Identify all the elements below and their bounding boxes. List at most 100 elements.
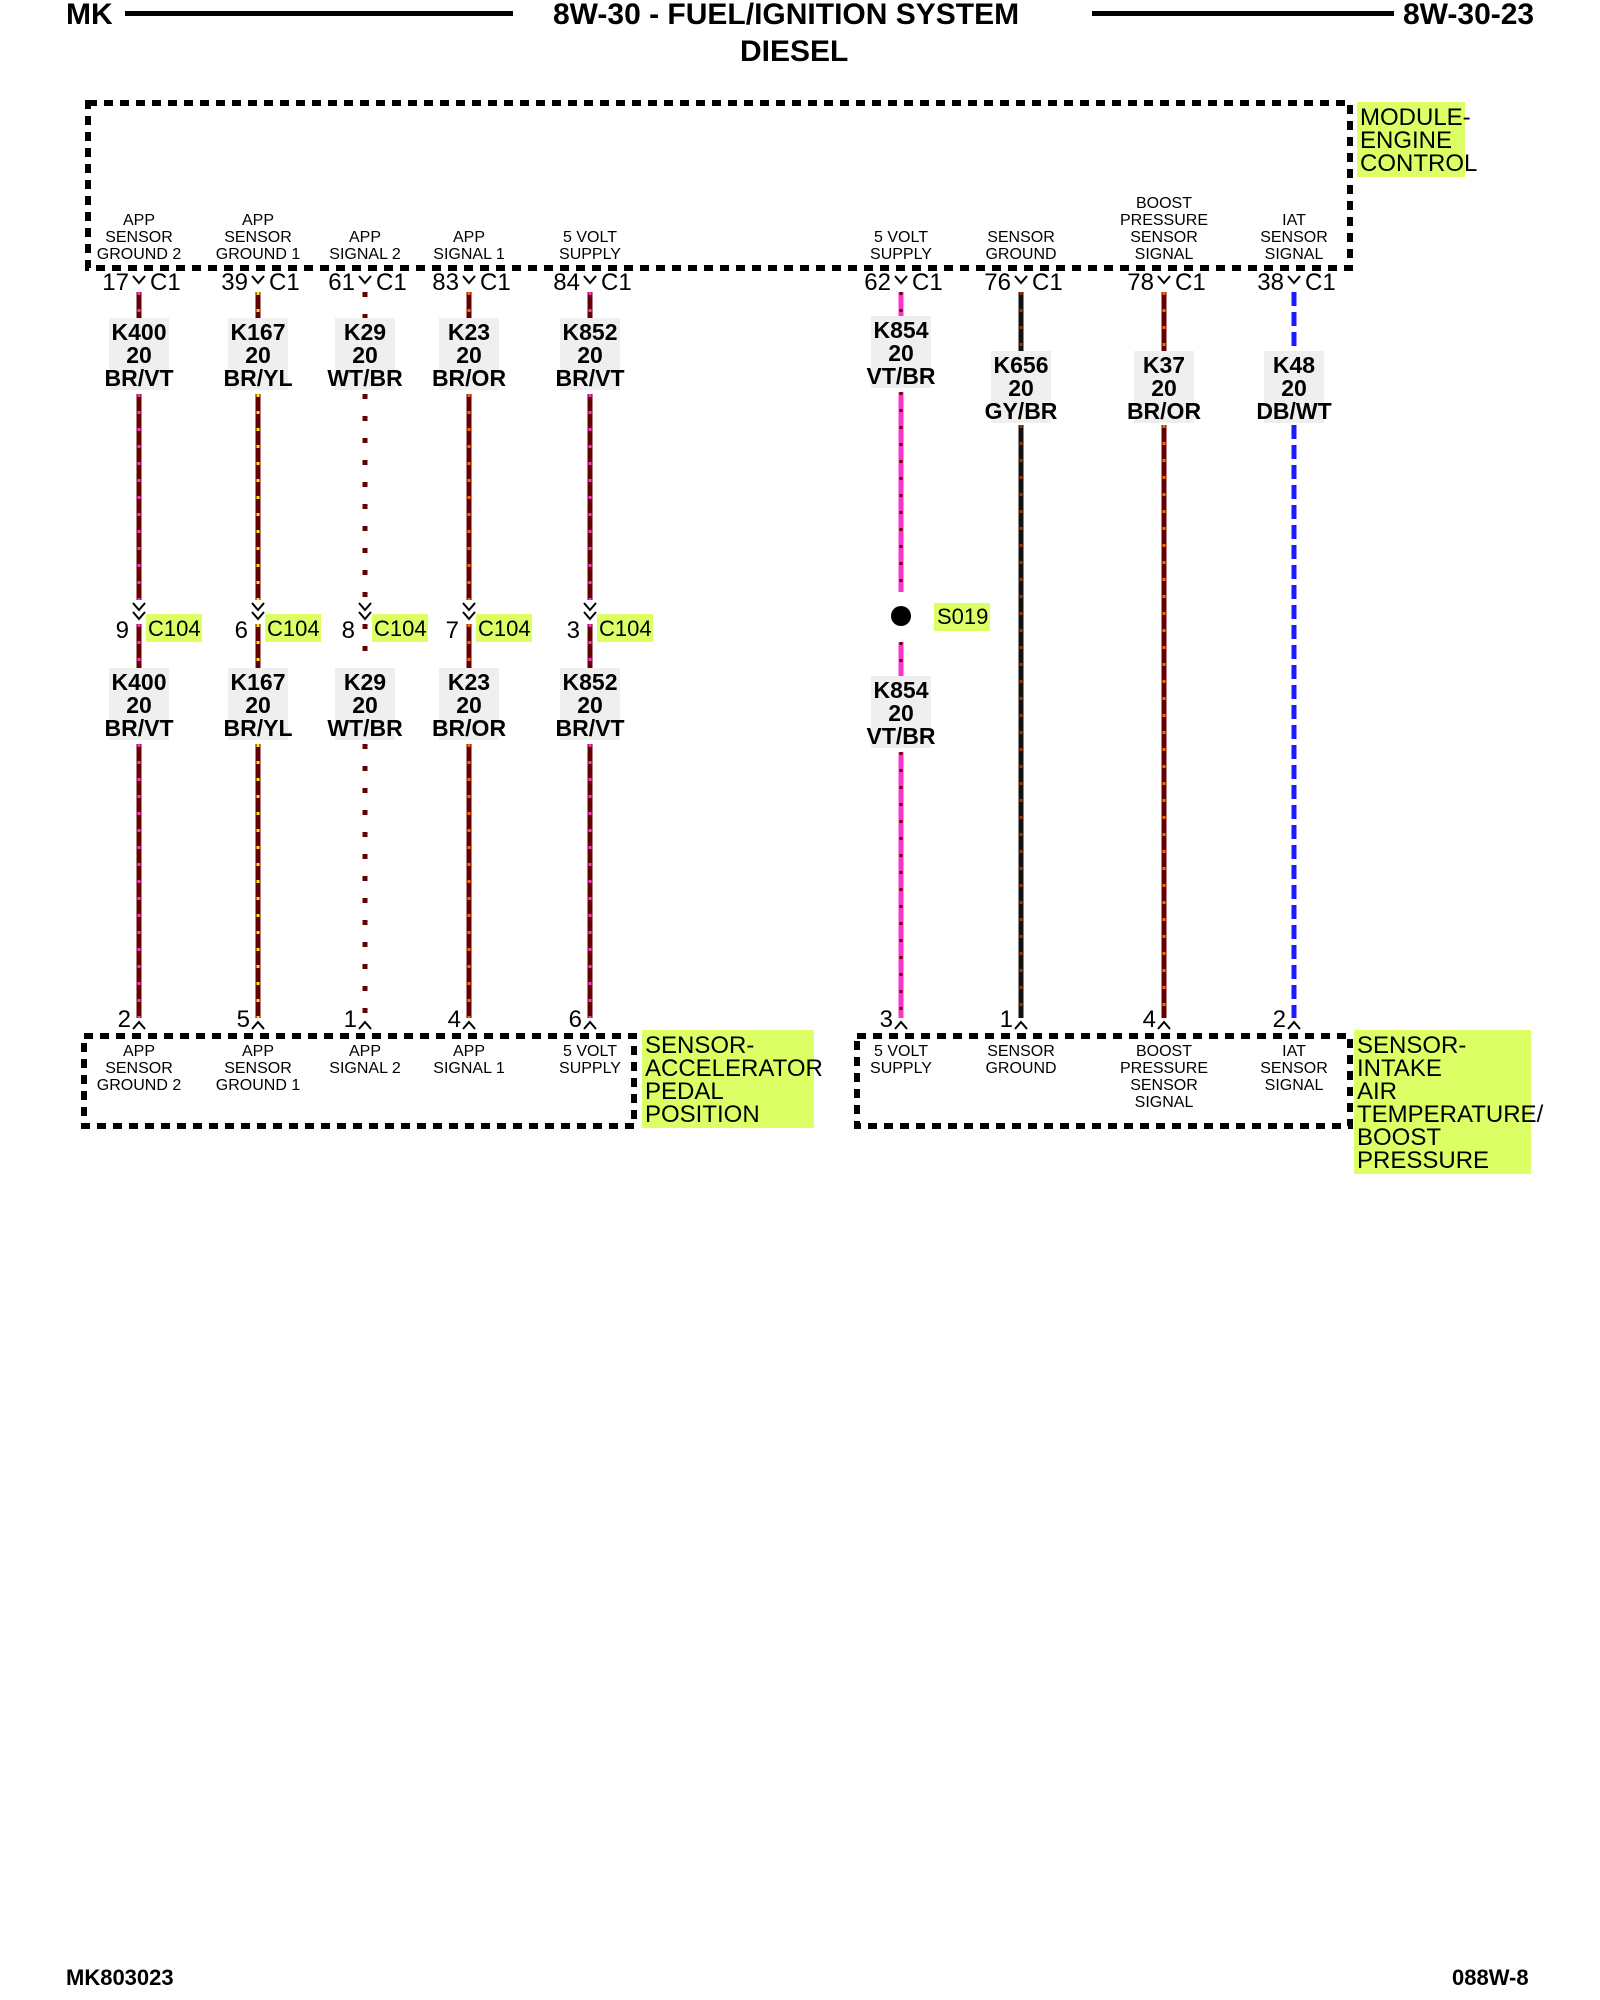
wire-label-line: BR/YL: [224, 365, 293, 391]
inline-pin-number: 8: [342, 617, 355, 644]
ecm-pin-label: SIGNAL 1: [433, 246, 505, 263]
inline-connector-highlight: [597, 614, 653, 642]
ecm-pin-label: PRESSURE: [1120, 212, 1208, 229]
sensor-pin-label: APP: [453, 1043, 485, 1060]
sensor-pin-label: IAT: [1282, 1043, 1306, 1060]
inline-chevron-bottom: [462, 611, 476, 621]
sensor-pin-label: 5 VOLT: [874, 1043, 928, 1060]
splice-label: S019: [934, 603, 990, 631]
ecm-pin-label: APP: [123, 212, 155, 229]
splice-id: S019: [937, 604, 988, 629]
inline-connector-label: C104: [476, 614, 532, 642]
ecm-pin-label: SIGNAL: [1265, 246, 1324, 263]
inline-chevron-bottom: [251, 611, 265, 621]
ecm-connector-id: C1: [150, 269, 181, 296]
wire-label-line: 20: [352, 692, 378, 718]
wire-label-line: K23: [448, 319, 490, 345]
inline-connector-label: C104: [265, 614, 321, 642]
wire-label-bg: [335, 318, 395, 390]
header-subtitle: DIESEL: [740, 35, 849, 68]
sensor-pin-label: 5 VOLT: [563, 1043, 617, 1060]
wire-label-line: K852: [563, 669, 618, 695]
sensor-pin-label: APP: [242, 1043, 274, 1060]
wire-label-line: 20: [456, 692, 482, 718]
ecm-label-line: MODULE-: [1360, 104, 1471, 131]
wire-label-line: K854: [874, 317, 929, 343]
header-rule-left: [125, 11, 513, 16]
sensor-pin-chevron: [1014, 1020, 1028, 1030]
ecm-pin-label: SUPPLY: [559, 246, 621, 263]
sensor-pin-label: SIGNAL: [1265, 1077, 1324, 1094]
inline-pin-number: 6: [235, 617, 248, 644]
sensor-pin-number: 2: [118, 1006, 131, 1033]
iat-sensor-label-line: PRESSURE: [1357, 1147, 1489, 1174]
inline-connector-label: C104: [372, 614, 428, 642]
wire-label-line: 20: [1281, 375, 1307, 401]
sensor-pin-number: 1: [1000, 1006, 1013, 1033]
ecm-pin-label: APP: [453, 229, 485, 246]
wire-label-bg: [439, 668, 499, 740]
inline-connector-label: C104: [146, 614, 202, 642]
inline-pin-number: 9: [116, 617, 129, 644]
ecm-connector-id: C1: [1032, 269, 1063, 296]
wire-label-line: GY/BR: [985, 398, 1058, 424]
sensor-pin-label: BOOST: [1136, 1043, 1192, 1060]
sensor-pin-number: 5: [237, 1006, 250, 1033]
wire-label-line: 20: [352, 342, 378, 368]
inline-chevron-bottom: [132, 611, 146, 621]
ecm-pin-label: APP: [242, 212, 274, 229]
inline-connector-id: C104: [374, 616, 427, 641]
inline-connector-label: C104: [597, 614, 653, 642]
sensor-pin-number: 4: [1143, 1006, 1156, 1033]
ecm-pin-label: GROUND: [985, 246, 1056, 263]
wire-label-line: K29: [344, 669, 386, 695]
ecm-pin-chevron: [1287, 275, 1301, 285]
splice-dot: [891, 606, 911, 626]
ecm-pin-chevron: [132, 275, 146, 285]
iat-sensor-label-line: TEMPERATURE/: [1357, 1101, 1544, 1128]
wire-label-line: 20: [577, 342, 603, 368]
iat-sensor-label-line: BOOST: [1357, 1124, 1441, 1151]
inline-chevron-top: [132, 602, 146, 612]
sensor-pin-label: APP: [349, 1043, 381, 1060]
inline-chevron-bottom: [583, 611, 597, 621]
footer-right-code: 088W-8: [1452, 1965, 1529, 1990]
wire-label-line: 20: [245, 692, 271, 718]
sensor-pin-label: APP: [123, 1043, 155, 1060]
wire-label-line: K400: [112, 669, 167, 695]
sensor-pin-label: SUPPLY: [870, 1060, 932, 1077]
wire-label-line: K48: [1273, 352, 1315, 378]
wire-label-line: K656: [994, 352, 1049, 378]
ecm-pin-number: 39: [221, 269, 248, 296]
inline-connector-id: C104: [148, 616, 201, 641]
ecm-pin-label: 5 VOLT: [874, 229, 928, 246]
wire-label-line: BR/VT: [556, 365, 625, 391]
inline-pin-number: 7: [446, 617, 459, 644]
ecm-pin-label: IAT: [1282, 212, 1306, 229]
wire-label-bg: [335, 668, 395, 740]
sensor-pin-label: SIGNAL 2: [329, 1060, 401, 1077]
inline-connector-id: C104: [599, 616, 652, 641]
ecm-label-line: CONTROL: [1360, 150, 1477, 177]
header-page-ref: 8W-30-23: [1403, 0, 1535, 31]
inline-chevron-top: [462, 602, 476, 612]
ecm-pin-label: SUPPLY: [870, 246, 932, 263]
sensor-pin-number: 6: [569, 1006, 582, 1033]
wire-label-bg: [1264, 351, 1324, 423]
ecm-connector-id: C1: [601, 269, 632, 296]
ecm-pin-label: SENSOR: [987, 229, 1055, 246]
ecm-pin-chevron: [1014, 275, 1028, 285]
wire-label-line: K29: [344, 319, 386, 345]
wire-label-line: WT/BR: [327, 715, 403, 741]
wire-label-line: K167: [231, 319, 286, 345]
iat-sensor-label-line: INTAKE: [1357, 1055, 1442, 1082]
sensor-pin-label: GROUND 2: [97, 1077, 182, 1094]
wire-label-line: 20: [126, 692, 152, 718]
ecm-pin-chevron: [358, 275, 372, 285]
iat-sensor-label-line: AIR: [1357, 1078, 1397, 1105]
ecm-pin-number: 76: [984, 269, 1011, 296]
ecm-pin-label: GROUND 2: [97, 246, 182, 263]
